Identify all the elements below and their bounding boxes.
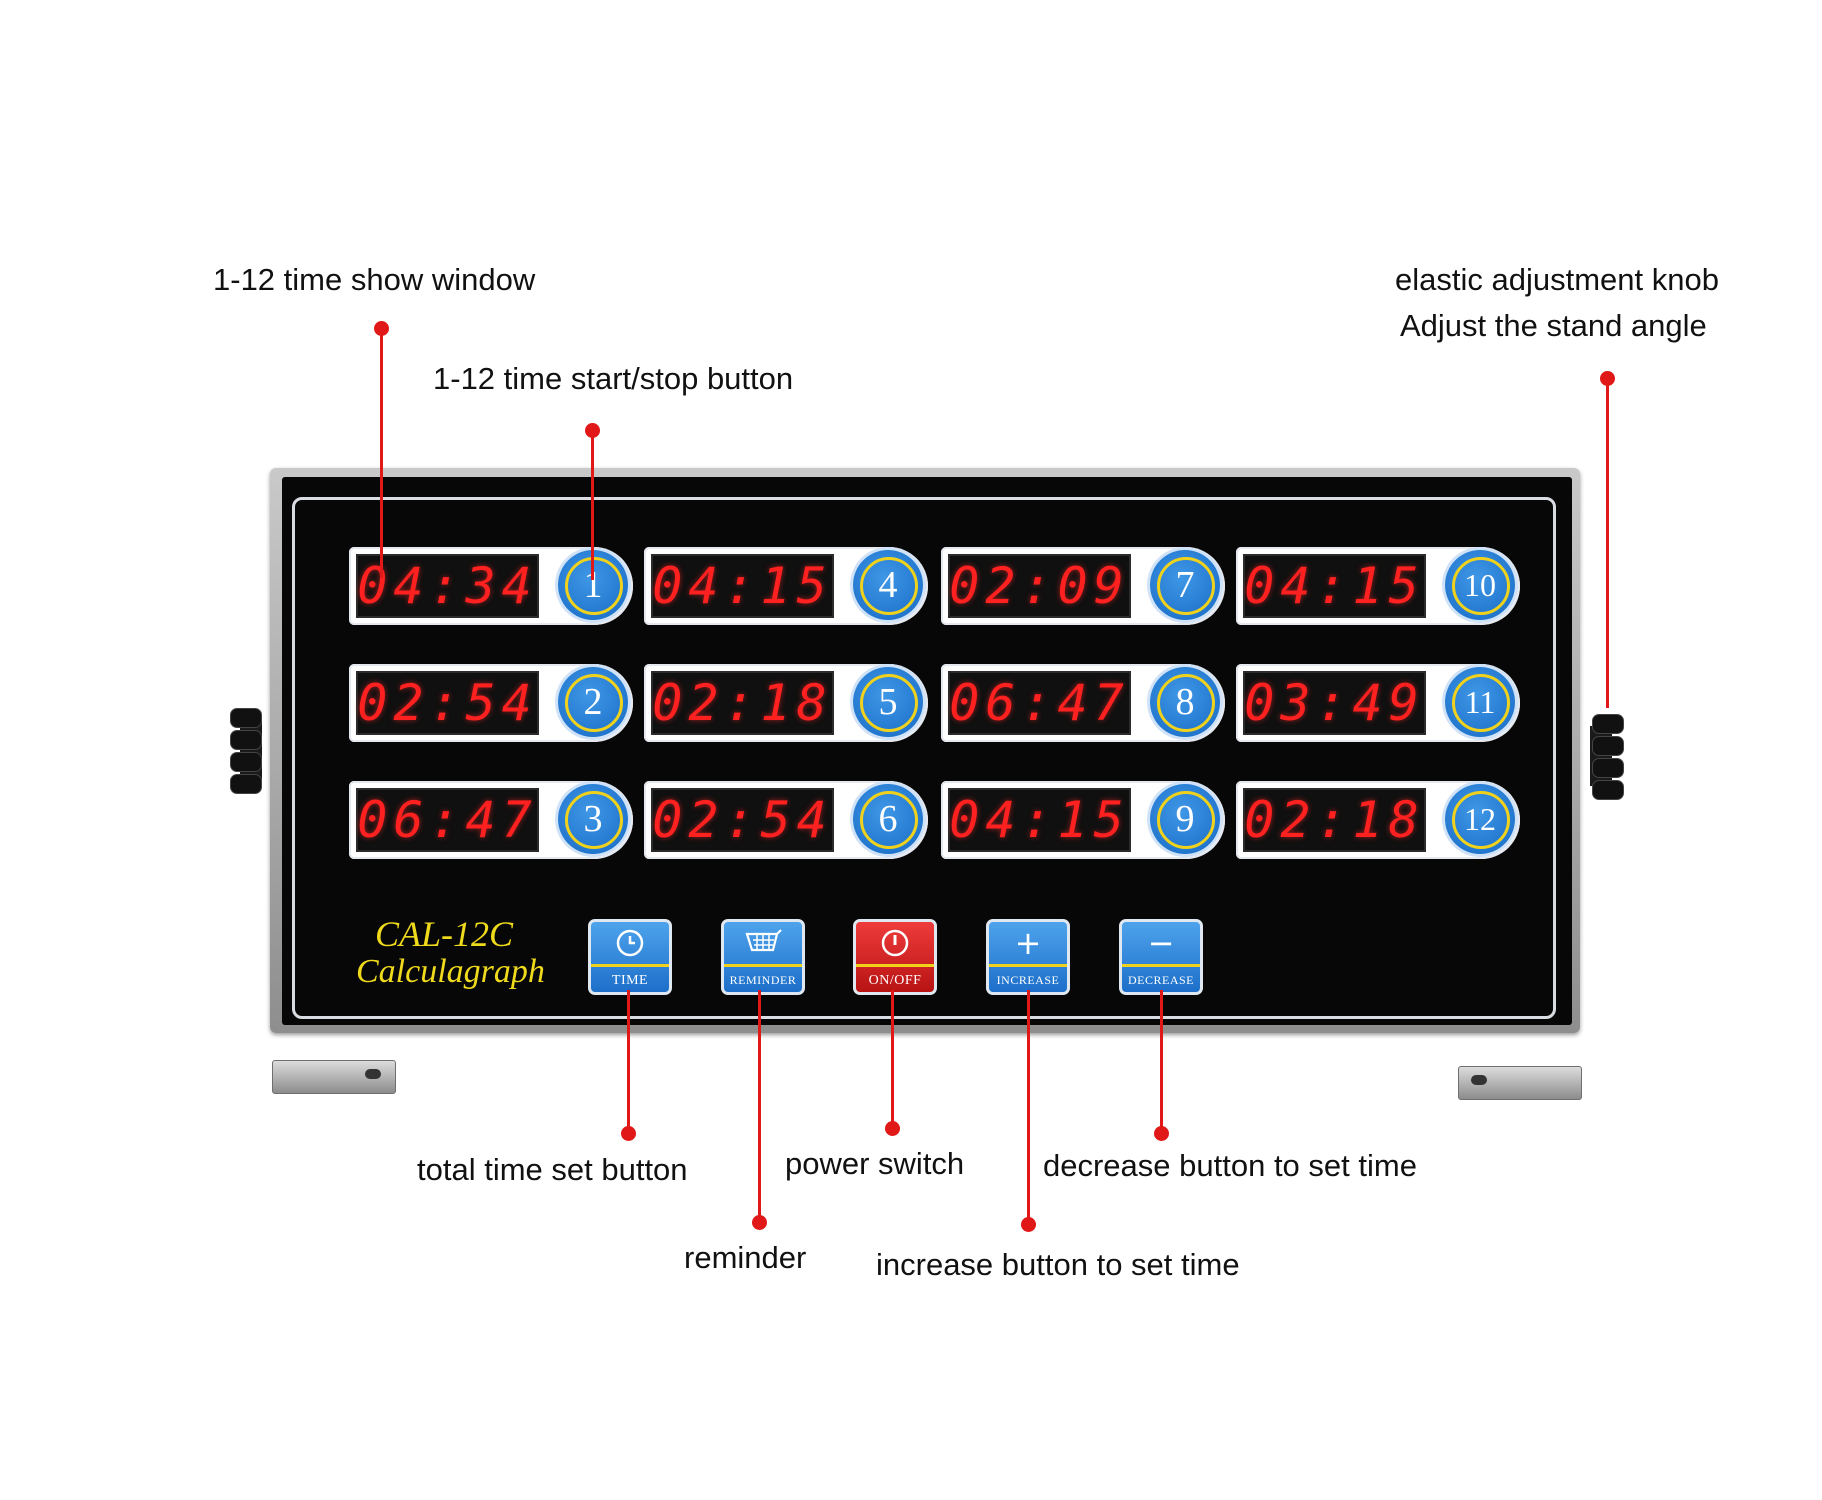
callout-dot-time-window: [374, 321, 389, 336]
timer-number: 3: [583, 798, 603, 840]
callout-line-start-stop: [591, 430, 594, 580]
callout-dot-knob: [1600, 371, 1615, 386]
increase-button[interactable]: + INCREASE: [986, 919, 1070, 995]
start-stop-button[interactable]: 10: [1445, 550, 1515, 620]
time-button-label: TIME: [611, 973, 649, 988]
panel-border: [292, 497, 1556, 1019]
time-display: 02:09: [948, 554, 1131, 618]
time-display: 04:15: [948, 788, 1131, 852]
left-stand-foot: [272, 1060, 396, 1094]
timer-slot: 02:54 2: [349, 664, 633, 742]
right-adjustment-knob[interactable]: [1588, 706, 1624, 806]
start-stop-button[interactable]: 2: [558, 667, 628, 737]
minus-icon: −: [1147, 924, 1175, 962]
timer-slot: 04:34 1: [349, 547, 633, 625]
timer-number: 5: [878, 681, 898, 723]
callout-line-knob: [1606, 378, 1609, 708]
time-display: 04:15: [1243, 554, 1426, 618]
timer-slot: 06:47 8: [941, 664, 1225, 742]
start-stop-button[interactable]: 7: [1150, 550, 1220, 620]
timer-number: 12: [1464, 800, 1496, 837]
label-decrease: decrease button to set time: [1043, 1148, 1417, 1183]
time-display: 04:34: [356, 554, 539, 618]
model-name: CAL-12C: [375, 914, 514, 954]
power-icon: [880, 922, 910, 964]
callout-dot-reminder: [752, 1215, 767, 1230]
label-knob-line2: Adjust the stand angle: [1400, 308, 1707, 343]
start-stop-button[interactable]: 11: [1445, 667, 1515, 737]
timer-number: 2: [583, 681, 603, 723]
time-display: 06:47: [948, 671, 1131, 735]
power-button[interactable]: ON/OFF: [853, 919, 937, 995]
time-display: 04:15: [651, 554, 834, 618]
start-stop-button[interactable]: 9: [1150, 784, 1220, 854]
timer-slot: 02:18 5: [644, 664, 928, 742]
callout-dot-decrease: [1154, 1126, 1169, 1141]
time-display: 03:49: [1243, 671, 1426, 735]
basket-icon: [743, 922, 783, 964]
start-stop-button[interactable]: 8: [1150, 667, 1220, 737]
callout-line-reminder: [758, 990, 761, 1222]
callout-line-increase: [1027, 990, 1030, 1223]
start-stop-button[interactable]: 5: [853, 667, 923, 737]
power-button-label: ON/OFF: [868, 973, 922, 988]
timer-slot: 02:18 12: [1236, 781, 1520, 859]
callout-dot-power: [885, 1121, 900, 1136]
callout-dot-increase: [1021, 1217, 1036, 1232]
label-total-time-set: total time set button: [417, 1152, 688, 1187]
timer-number: 6: [878, 798, 898, 840]
decrease-button-label: DECREASE: [1127, 973, 1194, 987]
timer-slot: 04:15 9: [941, 781, 1225, 859]
left-adjustment-knob[interactable]: [230, 700, 264, 800]
time-display: 02:54: [651, 788, 834, 852]
label-reminder: reminder: [684, 1240, 807, 1275]
right-stand-foot: [1458, 1066, 1582, 1100]
product-name: Calculagraph: [356, 953, 545, 990]
timer-number: 11: [1464, 683, 1496, 720]
label-time-show-window: 1-12 time show window: [213, 262, 536, 297]
reminder-button[interactable]: REMINDER: [721, 919, 805, 995]
start-stop-button[interactable]: 4: [853, 550, 923, 620]
plus-icon: +: [1014, 924, 1042, 962]
clock-icon: [615, 922, 645, 964]
callout-line-time-window: [380, 328, 383, 578]
timer-slot: 02:09 7: [941, 547, 1225, 625]
timer-number: 8: [1175, 681, 1195, 723]
callout-line-time-button: [627, 990, 630, 1132]
start-stop-button[interactable]: 6: [853, 784, 923, 854]
start-stop-button[interactable]: 12: [1445, 784, 1515, 854]
timer-number: 10: [1464, 566, 1496, 603]
time-display: 02:18: [651, 671, 834, 735]
label-start-stop-button: 1-12 time start/stop button: [433, 361, 794, 396]
label-knob-line1: elastic adjustment knob: [1395, 262, 1719, 297]
timer-slot: 02:54 6: [644, 781, 928, 859]
time-display: 06:47: [356, 788, 539, 852]
increase-button-label: INCREASE: [996, 973, 1060, 987]
callout-dot-start-stop: [585, 423, 600, 438]
callout-dot-time-button: [621, 1126, 636, 1141]
time-display: 02:18: [1243, 788, 1426, 852]
start-stop-button[interactable]: 3: [558, 784, 628, 854]
timer-slot: 04:15 4: [644, 547, 928, 625]
timer-slot: 03:49 11: [1236, 664, 1520, 742]
time-button[interactable]: TIME: [588, 919, 672, 995]
callout-line-power: [891, 990, 894, 1127]
timer-number: 1: [583, 564, 603, 606]
reminder-button-label: REMINDER: [729, 973, 797, 987]
callout-line-decrease: [1160, 990, 1163, 1132]
timer-number: 9: [1175, 798, 1195, 840]
label-increase: increase button to set time: [876, 1247, 1240, 1282]
timer-slot: 06:47 3: [349, 781, 633, 859]
timer-slot: 04:15 10: [1236, 547, 1520, 625]
decrease-button[interactable]: − DECREASE: [1119, 919, 1203, 995]
timer-number: 7: [1175, 564, 1195, 606]
time-display: 02:54: [356, 671, 539, 735]
timer-number: 4: [878, 564, 898, 606]
label-power-switch: power switch: [785, 1146, 965, 1181]
